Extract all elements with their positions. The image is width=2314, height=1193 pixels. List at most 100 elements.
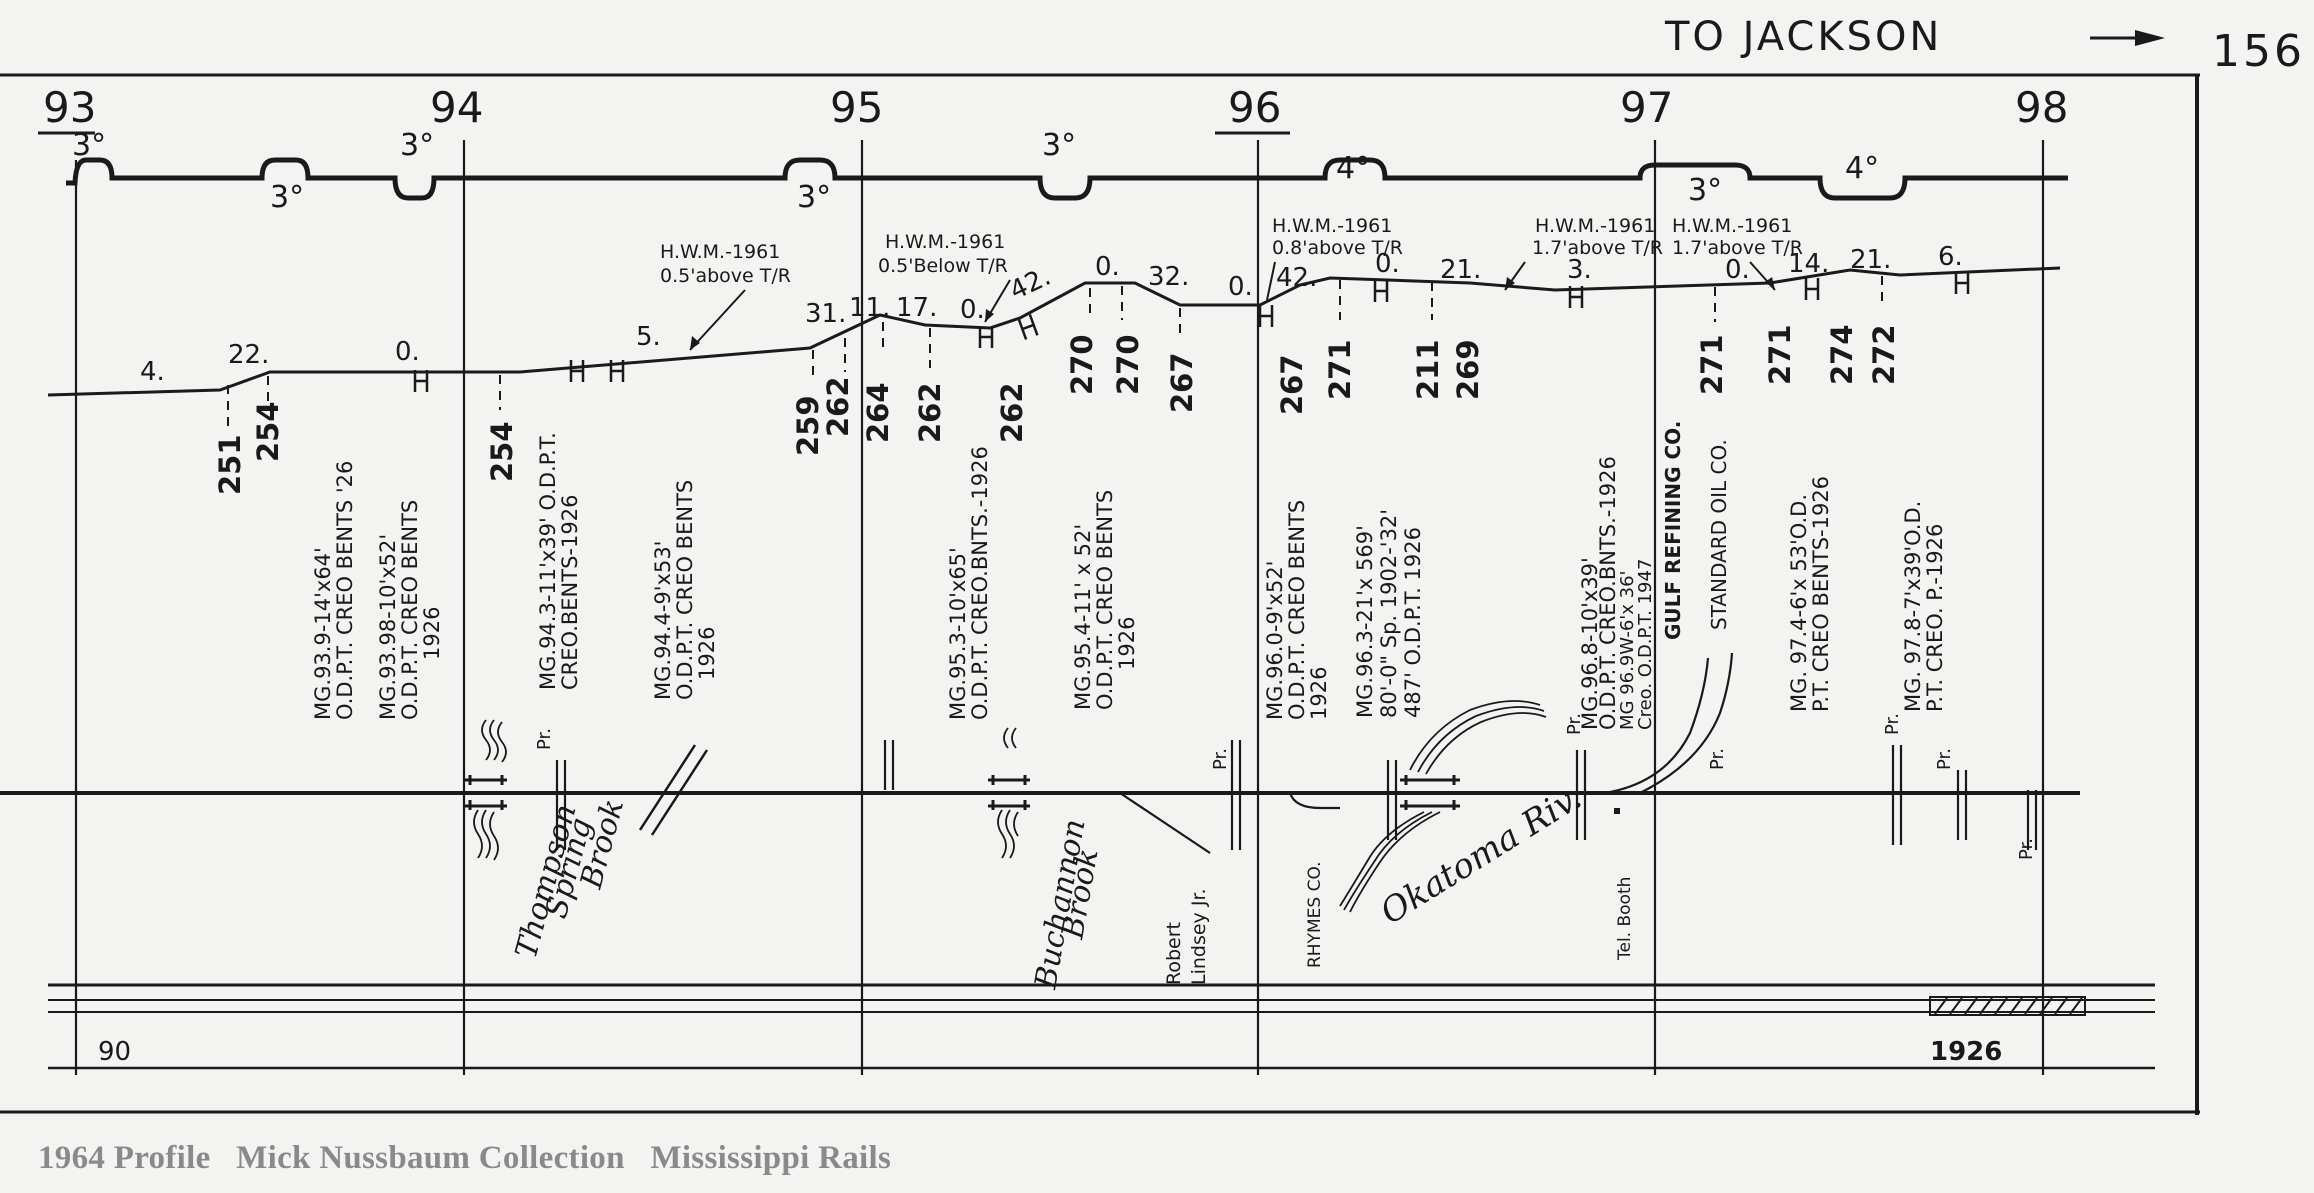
milepost-93: 93	[43, 83, 96, 132]
rhymes-co-label: RHYMES CO.	[1305, 861, 1325, 968]
curve-label-top-5: 3°	[1688, 173, 1722, 208]
grade-rate: 11.	[849, 293, 890, 323]
grade-rate: 0.	[1228, 272, 1253, 302]
rail-band	[48, 983, 2155, 1070]
grade-rate: 4.	[140, 357, 165, 387]
bridge-symbols	[465, 775, 1460, 810]
curve-label-top-2: 3°	[400, 128, 434, 163]
curve-label-bottom-3: 4°	[1845, 151, 1879, 186]
direction-label: TO JACKSON	[1664, 14, 1942, 60]
bridge-note: O.D.P.T. CREO.BNTS.-1926	[1596, 456, 1620, 730]
bridge-note: Creo. O.D.P.T. 1947	[1635, 559, 1656, 730]
pr-label: Pr.	[2016, 838, 2037, 860]
elevations: 251 254 254 259 262 264 262 262 270 270 …	[213, 324, 1901, 495]
bridge-note: MG.93.9-14'x64'	[311, 547, 335, 720]
bridge-note: O.D.P.T. CREO BENTS	[398, 500, 422, 720]
bridge-note: 1926	[1115, 617, 1139, 670]
elevation: 262	[995, 382, 1029, 443]
bridge-note: O.D.P.T. CREO BENTS '26	[333, 461, 357, 720]
pr-label: Pr.	[1934, 748, 1955, 770]
hwm-note: 1.7'above T/R	[1672, 237, 1803, 259]
stream-lines	[473, 700, 1547, 913]
elevation: 274	[1825, 324, 1859, 385]
h-marker	[1373, 280, 1389, 302]
grade-rate: 14.	[1788, 249, 1829, 279]
h-marker	[609, 360, 625, 382]
hwm-label: H.W.M.-1961	[660, 241, 780, 263]
grade-rate: 22.	[228, 340, 269, 370]
milepost-94: 94	[430, 83, 483, 132]
road-crossing	[638, 744, 709, 836]
bridge-note: 1926	[420, 607, 444, 660]
milepost-95: 95	[830, 83, 883, 132]
curve-label-top-1: 3°	[72, 128, 106, 163]
grade-rate: 5.	[636, 322, 661, 352]
buchannon-bridge-symbol	[988, 775, 1030, 810]
bridge-note: 487' O.D.P.T. 1926	[1401, 527, 1425, 718]
high-water-marks: H.W.M.-1961 0.5'above T/R H.W.M.-1961 0.…	[660, 215, 1803, 287]
grade-rate: 0.	[395, 337, 420, 367]
elevation-ticks	[227, 276, 1883, 432]
caption: 1964 Profile Mick Nussbaum Collection Mi…	[38, 1140, 892, 1176]
section-markers	[413, 272, 1970, 392]
h-marker	[1954, 272, 1970, 294]
standard-oil-siding	[1639, 652, 1734, 794]
bridge-note: MG.96.0-9'x52'	[1263, 561, 1287, 720]
pr-label: Pr.	[1564, 713, 1585, 735]
hwm-label: H.W.M.-1961	[1535, 215, 1655, 237]
grade-profile-line	[47, 266, 2061, 397]
bridge-note: MG.96.8-10'x39'	[1578, 557, 1602, 730]
bridge-note: O.D.P.T. CREO.BNTS.-1926	[968, 446, 992, 720]
grade-rate: 31.	[805, 299, 846, 329]
lindsey-label: Lindsey Jr.	[1188, 888, 1210, 985]
grade-rate: 0.	[960, 295, 985, 325]
elevation: 270	[1111, 334, 1145, 395]
elevation: 211	[1411, 339, 1445, 400]
bridge-note: O.D.P.T. CREO BENTS	[673, 480, 697, 700]
bridge-note: 80'-0" Sp. 1902-'32'	[1377, 509, 1401, 718]
robert-label: Robert	[1163, 922, 1185, 985]
grade-rate: 6.	[1938, 242, 1963, 272]
elevation: 272	[1867, 324, 1901, 385]
okatoma-bridge-symbol	[1400, 775, 1460, 810]
curve-label-bottom-2: 3°	[797, 180, 831, 215]
elevation: 271	[1763, 324, 1797, 385]
milepost-grid	[74, 140, 2045, 1075]
grade-rates: 4. 22. 0. 5. 31. 11. 17. 0. 42. 0. 32. 0…	[140, 242, 1963, 387]
gulf-siding	[1604, 657, 1710, 795]
curve-label-top-4: 4°	[1336, 151, 1370, 186]
grade-rate: 17.	[896, 293, 937, 323]
bridge-note: MG. 97.8-7'x39'O.D.	[1901, 501, 1925, 712]
h-marker	[1258, 305, 1274, 327]
pr-labels: Pr. Pr. Pr. Pr. Pr. Pr. Pr.	[534, 713, 2037, 860]
hwm-label: H.W.M.-1961	[1672, 215, 1792, 237]
grade-rate: 21.	[1850, 245, 1891, 275]
diagram-frame	[0, 73, 2200, 1115]
bridge-note: MG.93.98-10'x52'	[376, 534, 400, 720]
bridge-note: P.T. CREO BENTS-1926	[1809, 476, 1833, 712]
bridge-note: 1926	[1307, 667, 1331, 720]
elevation: 251	[213, 434, 247, 495]
milepost-97: 97	[1620, 83, 1673, 132]
elevation: 269	[1451, 339, 1485, 400]
hwm-label: H.W.M.-1961	[885, 231, 1005, 253]
bridge-note: 1926	[695, 627, 719, 680]
grade-rate: 32.	[1148, 262, 1189, 292]
grade-rate: 42.	[1276, 263, 1317, 293]
bridge-note: MG.95.4-11' x 52'	[1071, 524, 1095, 710]
hwm-note: 0.5'Below T/R	[878, 255, 1008, 277]
hwm-note: 0.8'above T/R	[1272, 237, 1403, 259]
elevation: 254	[485, 421, 519, 482]
bridge-note: MG.94.3-11'x39' O.D.P.T.	[536, 432, 560, 690]
hwm-label: H.W.M.-1961	[1272, 215, 1392, 237]
h-marker	[1017, 314, 1039, 340]
h-marker	[978, 326, 994, 348]
h-marker	[1568, 286, 1584, 308]
thompson-bridge-symbol	[465, 775, 507, 810]
h-marker	[1804, 278, 1820, 300]
page-number: 156	[2212, 26, 2305, 77]
bridge-notes: MG.93.9-14'x64' O.D.P.T. CREO BENTS '26 …	[311, 432, 1947, 730]
elevation: 254	[251, 401, 285, 462]
bridge-note: CREO.BENTS-1926	[558, 495, 582, 690]
